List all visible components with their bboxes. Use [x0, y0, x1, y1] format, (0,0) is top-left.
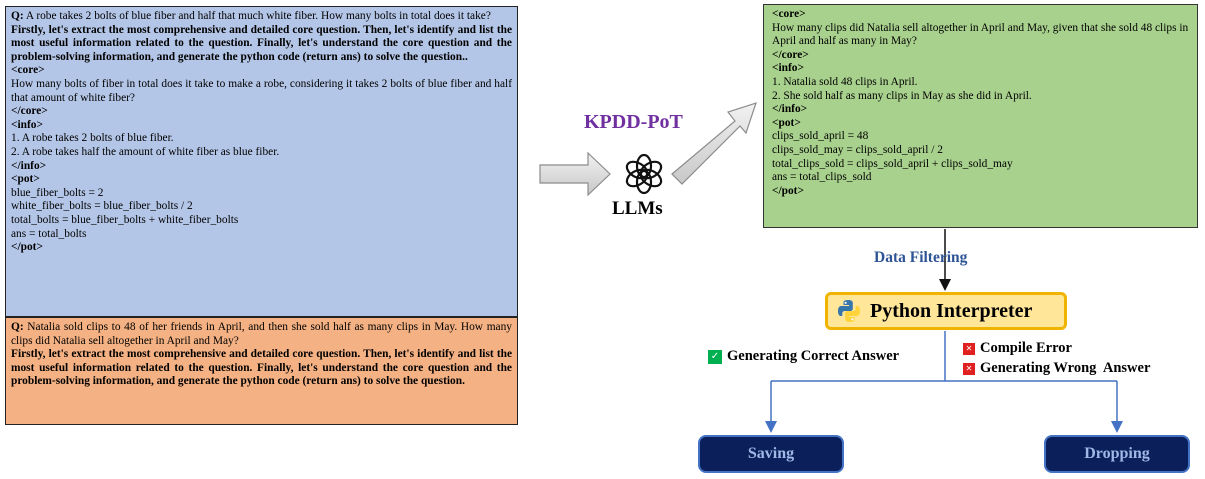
wrong-answer-text: Generating Wrong Answer — [980, 360, 1151, 376]
core-open-tag: <core> — [772, 8, 806, 20]
pot-close-tag: </pot> — [772, 184, 804, 197]
correct-text: Generating Correct Answer — [727, 348, 900, 364]
q-text: Natalia sold clips to 48 of her friends … — [11, 321, 512, 347]
pot-line: total_clips_sold = clips_sold_april + cl… — [772, 157, 1013, 170]
core-text: How many clips did Natalia sell altogeth… — [772, 21, 1189, 48]
dropping-box: Dropping — [1044, 435, 1190, 473]
python-logo-icon — [838, 300, 860, 322]
interpreter-label: Python Interpreter — [870, 299, 1033, 322]
data-filtering-label: Data Filtering — [874, 249, 968, 266]
example-question: Q: A robe takes 2 bolts of blue fiber an… — [11, 10, 512, 24]
info-line: 1. A robe takes 2 bolts of blue fiber. — [11, 132, 174, 145]
model-label: LLMs — [612, 198, 663, 219]
pot-line: total_bolts = blue_fiber_bolts + white_f… — [11, 213, 239, 226]
input-arrow — [539, 151, 611, 197]
core-close-tag: </core> — [772, 48, 809, 61]
core-open-tag: <core> — [11, 64, 45, 77]
query-question: Q: Natalia sold clips to 48 of her frien… — [11, 321, 512, 348]
compile-error-text: Compile Error — [980, 340, 1072, 356]
generated-output-box: <core> How many clips did Natalia sell a… — [763, 4, 1198, 228]
core-text: How many bolts of fiber in total does it… — [11, 77, 512, 104]
pot-close-tag: </pot> — [11, 241, 43, 254]
llm-logo-icon — [625, 153, 663, 195]
pot-line: white_fiber_bolts = blue_fiber_bolts / 2 — [11, 200, 193, 213]
info-line: 2. A robe takes half the amount of white… — [11, 145, 280, 158]
pot-line: clips_sold_april = 48 — [772, 130, 869, 143]
query-prompt-box: Q: Natalia sold clips to 48 of her frien… — [5, 317, 518, 425]
pot-line: clips_sold_may = clips_sold_april / 2 — [772, 143, 943, 156]
info-close-tag: </info> — [772, 103, 808, 116]
pot-open-tag: <pot> — [11, 173, 40, 186]
example-prompt-box: Q: A robe takes 2 bolts of blue fiber an… — [5, 6, 518, 317]
method-name: KPDD-PoT — [584, 111, 683, 133]
correct-answer-label: ✓ Generating Correct Answer — [708, 348, 899, 365]
info-line: 2. She sold half as many clips in May as… — [772, 89, 1032, 102]
info-close-tag: </info> — [11, 159, 47, 172]
pot-line: blue_fiber_bolts = 2 — [11, 186, 104, 199]
python-interpreter-box: Python Interpreter — [825, 292, 1067, 330]
pot-line: ans = total_clips_sold — [772, 171, 872, 184]
q-label: Q: — [11, 10, 24, 22]
info-open-tag: <info> — [772, 62, 804, 75]
compile-error-label: ✕ Compile Error — [963, 340, 1072, 357]
core-close-tag: </core> — [11, 105, 48, 118]
info-open-tag: <info> — [11, 118, 43, 131]
check-icon: ✓ — [708, 349, 722, 364]
saving-box: Saving — [698, 435, 844, 473]
error-icon: ✕ — [963, 342, 975, 355]
info-line: 1. Natalia sold 48 clips in April. — [772, 75, 918, 88]
instruction-text: Firstly, let's extract the most comprehe… — [11, 348, 512, 388]
wrong-answer-label: ✕ Generating Wrong Answer — [963, 360, 1150, 377]
pot-open-tag: <pot> — [772, 116, 801, 129]
output-arrow — [671, 102, 757, 185]
q-text: A robe takes 2 bolts of blue fiber and h… — [23, 10, 491, 22]
pot-line: ans = total_bolts — [11, 227, 87, 240]
q-label: Q: — [11, 321, 24, 333]
instruction-text: Firstly, let's extract the most comprehe… — [11, 23, 512, 63]
error-icon: ✕ — [963, 362, 975, 375]
